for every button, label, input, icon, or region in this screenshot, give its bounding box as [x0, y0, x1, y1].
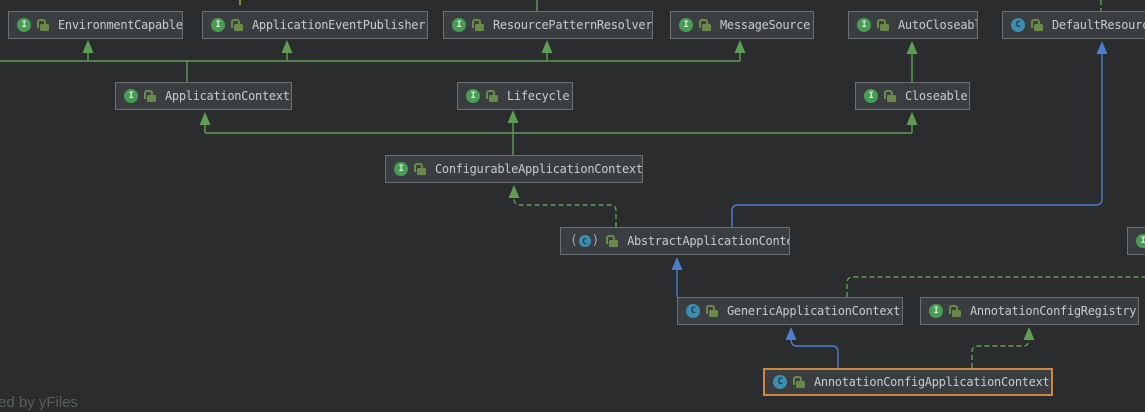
visibility-lock-icon	[471, 18, 484, 32]
interface-icon: I	[929, 304, 943, 318]
visibility-lock-icon	[230, 18, 243, 32]
node-closeable[interactable]: I Closeable	[855, 82, 970, 110]
edge-applicationcontext-extends-top-interfaces	[0, 52, 741, 82]
node-application-event-publisher[interactable]: I ApplicationEventPublisher	[202, 11, 428, 39]
visibility-lock-icon	[413, 162, 426, 176]
edge-genericcontext-implements-clipped-interface	[846, 276, 1145, 297]
visibility-lock-icon	[883, 89, 896, 103]
arrowhead-green	[507, 110, 519, 123]
edge-configurable-extends-appcontext-lifecycle-closeable	[204, 122, 913, 155]
node-label: Closeable	[905, 89, 968, 103]
node-default-resource-loader[interactable]: C DefaultResource	[1002, 11, 1145, 39]
node-label: AbstractApplicationContext	[627, 234, 790, 248]
arrowhead-green	[281, 40, 293, 53]
interface-icon: I	[17, 18, 31, 32]
interface-icon: I	[857, 18, 871, 32]
arrowhead-blue	[671, 257, 683, 270]
visibility-lock-icon	[143, 89, 156, 103]
interface-icon: I	[124, 89, 138, 103]
interface-icon: I	[679, 18, 693, 32]
arrowhead-green	[508, 185, 520, 198]
interface-icon: I	[864, 89, 878, 103]
node-label: ResourcePatternResolver	[493, 18, 653, 32]
visibility-lock-icon	[705, 304, 718, 318]
node-label: ConfigurableApplicationContext	[435, 162, 643, 176]
abstract-class-icon: (C)	[570, 233, 600, 248]
node-label: Lifecycle	[507, 89, 570, 103]
edge-annotationconfigcontext-implements-registry	[971, 338, 1030, 368]
node-label: AnnotationConfigRegistry	[970, 304, 1137, 318]
node-label: ApplicationContext	[165, 89, 290, 103]
arrowhead-green	[906, 41, 918, 54]
visibility-lock-icon	[698, 18, 711, 32]
node-configurable-application-context[interactable]: I ConfigurableApplicationContext	[385, 155, 643, 183]
interface-icon: I	[394, 162, 408, 176]
node-annotation-config-application-context[interactable]: C AnnotationConfigApplicationContext	[763, 368, 1053, 396]
node-auto-closeable[interactable]: I AutoCloseable	[848, 11, 978, 39]
node-resource-pattern-resolver[interactable]: I ResourcePatternResolver	[443, 11, 653, 39]
class-icon: C	[1011, 18, 1025, 32]
visibility-lock-icon	[605, 234, 619, 248]
edge-abstractcontext-implements-configurablecontext	[513, 197, 617, 227]
class-icon: C	[773, 375, 787, 389]
node-message-source[interactable]: I MessageSource	[670, 11, 814, 39]
arrowhead-blue	[1096, 41, 1108, 54]
arrowhead-green	[1023, 327, 1035, 340]
arrowhead-green	[734, 40, 746, 53]
visibility-lock-icon	[948, 304, 961, 318]
visibility-lock-icon	[1030, 18, 1043, 32]
node-environment-capable[interactable]: I EnvironmentCapable	[8, 11, 183, 39]
class-icon: C	[686, 304, 700, 318]
node-label: ApplicationEventPublisher	[252, 18, 426, 32]
yfiles-watermark: ed by yFiles	[0, 394, 79, 411]
node-abstract-application-context[interactable]: (C) AbstractApplicationContext	[560, 227, 790, 255]
visibility-lock-icon	[792, 375, 805, 389]
edge-annotationconfigcontext-extends-genericcontext	[790, 338, 839, 368]
edge-abstractcontext-extends-defaultresourceloader	[731, 53, 1103, 227]
node-application-context[interactable]: I ApplicationContext	[115, 82, 292, 110]
interface-icon: I	[466, 89, 480, 103]
node-label: MessageSource	[720, 18, 811, 32]
interface-icon: I	[452, 18, 466, 32]
node-label: AutoCloseable	[898, 18, 977, 32]
node-label: GenericApplicationContext	[727, 304, 901, 318]
node-label: EnvironmentCapable	[58, 18, 183, 32]
node-label: AnnotationConfigApplicationContext	[814, 375, 1050, 389]
interface-icon: I	[1136, 234, 1145, 248]
visibility-lock-icon	[36, 18, 49, 32]
arrowhead-green	[541, 40, 553, 53]
visibility-lock-icon	[485, 89, 498, 103]
node-annotation-config-registry[interactable]: I AnnotationConfigRegistry	[920, 297, 1139, 325]
arrowhead-green	[82, 40, 94, 53]
visibility-lock-icon	[876, 18, 889, 32]
node-clipped-interface[interactable]: I	[1127, 227, 1145, 255]
node-label: DefaultResource	[1052, 18, 1145, 32]
arrowhead-green	[906, 112, 918, 125]
arrowhead-green	[199, 112, 211, 125]
node-lifecycle[interactable]: I Lifecycle	[457, 82, 573, 110]
interface-icon: I	[211, 18, 225, 32]
node-generic-application-context[interactable]: C GenericApplicationContext	[677, 297, 903, 325]
arrowhead-blue	[785, 327, 797, 340]
